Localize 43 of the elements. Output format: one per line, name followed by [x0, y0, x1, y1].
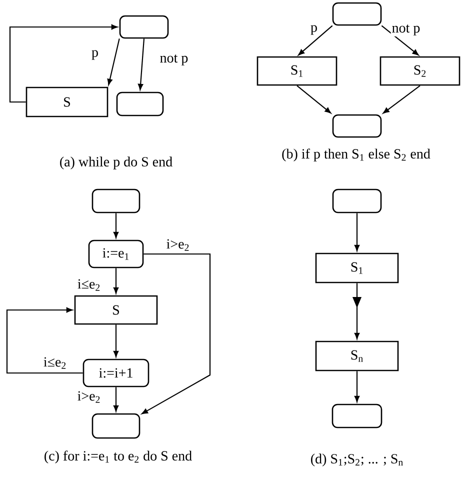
process-box: S$_{1}$	[315, 252, 399, 284]
edge-label: not p	[158, 54, 190, 66]
caption: (c) for i:=e$_{1}$ to e$_{2}$ do S end	[44, 450, 192, 464]
process-box: S$_{1}$	[256, 56, 338, 86]
arrow	[138, 38, 145, 90]
edge-label: i>e$_{2}$	[76, 390, 102, 404]
edge-label: p	[90, 49, 100, 61]
arrow	[9, 24, 118, 103]
arrow	[113, 387, 119, 412]
terminal-box	[332, 2, 382, 26]
terminal-box	[332, 188, 382, 214]
arrow	[113, 213, 119, 238]
terminal-box	[92, 188, 140, 214]
edge-label: i≤e$_{2}$	[76, 278, 102, 292]
rounded-box: i:=e$_{1}$	[88, 240, 144, 268]
arrow	[381, 25, 419, 56]
arrow	[113, 268, 119, 294]
edge-label: p	[310, 24, 318, 36]
terminal-box	[332, 114, 382, 138]
caption: (b) if p then S$_{1}$ else S$_{2}$ end	[282, 148, 430, 162]
caption: (d) S$_{1}$;S$_{2}$; ... ; S$_{n}$	[311, 454, 403, 466]
arrow	[298, 25, 333, 56]
arrow	[382, 85, 420, 114]
arrow	[354, 213, 360, 252]
caption: (a) while p do S end	[60, 156, 172, 170]
process-box: S	[26, 86, 108, 118]
rounded-box: i:=i+1	[82, 358, 150, 388]
arrow	[296, 85, 332, 114]
edge-label: i≤e$_{2}$	[42, 356, 68, 370]
process-box: S$_{2}$	[380, 56, 460, 86]
terminal-box	[119, 15, 169, 39]
edge-label: not p	[390, 24, 422, 36]
arrow	[142, 253, 211, 414]
terminal-box	[116, 92, 164, 116]
process-box: S$_{n}$	[315, 340, 399, 372]
arrow	[113, 324, 119, 358]
arrow	[6, 307, 83, 374]
terminal-box	[92, 413, 140, 439]
edge-label: i>e$_{2}$	[165, 238, 191, 252]
terminal-box	[332, 404, 382, 428]
process-box: S	[74, 295, 158, 325]
arrow	[354, 371, 360, 402]
arrow	[107, 38, 120, 86]
